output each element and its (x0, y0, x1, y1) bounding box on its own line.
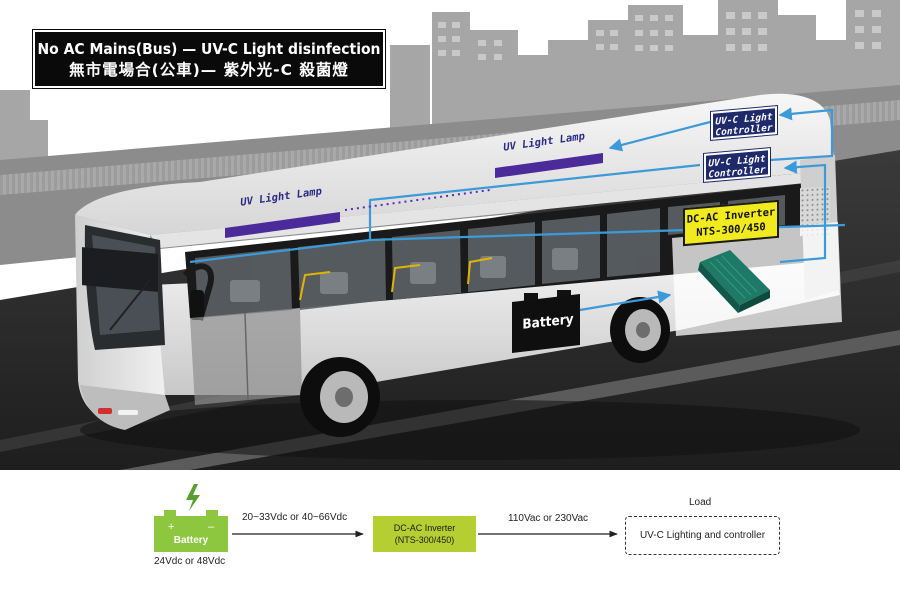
lamp-dotted-lead (344, 189, 491, 211)
flow-inverter-line1: DC-AC Inverter (393, 523, 456, 533)
flow-ac-output: 110Vac or 230Vac (508, 513, 589, 524)
title-english: No AC Mains(Bus) — UV-C Light disinfecti… (37, 40, 381, 58)
controller-box-bottom: UV-C Light Controller (704, 148, 770, 182)
flow-load-heading: Load (689, 497, 712, 508)
flow-battery-voltage: 24Vdc or 48Vdc (154, 556, 226, 567)
flow-dc-range: 20~33Vdc or 40~66Vdc (242, 512, 348, 523)
flow-graphics: + – (154, 484, 618, 552)
flow-inverter-box: DC-AC Inverter (NTS-300/450) (373, 516, 476, 552)
uv-lamps (225, 153, 603, 238)
title-box: No AC Mains(Bus) — UV-C Light disinfecti… (33, 30, 385, 88)
flow-load-box: UV-C Lighting and controller (625, 516, 780, 555)
inverter-device (698, 250, 770, 313)
battery-icon (154, 516, 228, 552)
flow-inverter-line2: (NTS-300/450) (394, 535, 455, 545)
lightning-icon (186, 484, 200, 511)
wiring-arrows (189, 107, 846, 312)
svg-text:+: + (168, 521, 174, 533)
rear-wheel (610, 297, 670, 363)
bus-battery (512, 290, 580, 353)
controller-box-top: UV-C Light Controller (711, 106, 777, 140)
flow-battery-label: Battery (173, 535, 209, 546)
front-wheel (300, 357, 380, 437)
svg-text:–: – (208, 521, 215, 533)
bus-body (75, 93, 860, 460)
title-chinese: 無市電場合(公車)— 紫外光-C 殺菌燈 (69, 61, 349, 79)
